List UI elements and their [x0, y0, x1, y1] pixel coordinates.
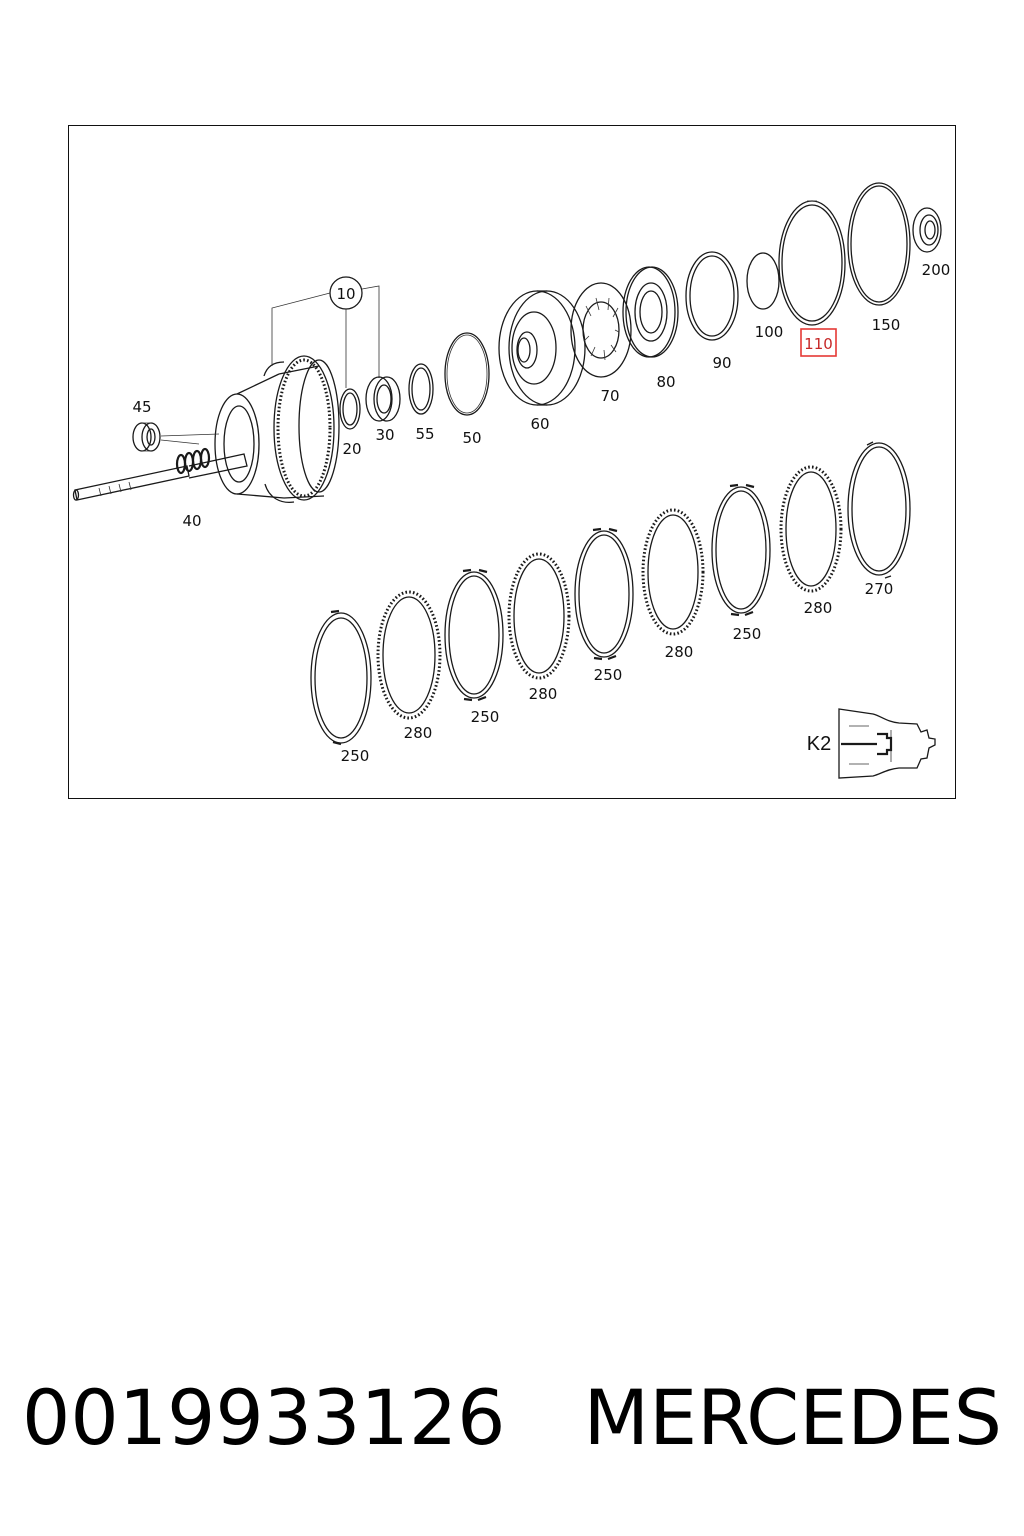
callout-10: 10 — [336, 285, 355, 303]
callout-50: 50 — [462, 429, 481, 447]
part-55-ring — [408, 363, 434, 415]
part-90-ring — [685, 251, 739, 341]
disc-280-a — [376, 590, 442, 720]
callout-60: 60 — [530, 415, 549, 433]
callout-20: 20 — [342, 440, 361, 458]
disc-250-b — [444, 568, 504, 702]
disc-250-d — [711, 483, 771, 617]
parts-diagram-frame: 10 20 30 40 45 50 55 60 70 80 90 100 110… — [68, 125, 956, 799]
callout-45: 45 — [132, 398, 151, 416]
disc-270-end-plate — [847, 441, 911, 579]
callout-250-c: 250 — [594, 666, 623, 684]
needle-bearing-45 — [132, 422, 161, 452]
brand-name: MERCEDES — [583, 1372, 1003, 1462]
exploded-view-diagram: 10 20 30 40 45 50 55 60 70 80 90 100 110… — [72, 182, 951, 779]
disc-280-c — [641, 508, 705, 636]
callout-70: 70 — [600, 387, 619, 405]
callout-250-d: 250 — [733, 625, 762, 643]
clutch-disc-pack — [310, 441, 911, 746]
part-50-snap-ring — [444, 332, 490, 416]
callout-110: 110 — [804, 335, 833, 353]
part-70-spring-plate — [570, 282, 632, 378]
disc-250-a — [310, 609, 372, 746]
part-80-piston — [622, 266, 679, 358]
part-20-ring — [339, 388, 361, 430]
part-100-snap-ring — [746, 252, 780, 310]
callout-90: 90 — [712, 354, 731, 372]
callout-100: 100 — [755, 323, 784, 341]
locator-thumbnail — [838, 708, 936, 779]
bearing-45-leader — [160, 433, 220, 445]
part-30-bearing — [365, 376, 401, 422]
callout-280-c: 280 — [665, 643, 694, 661]
callout-250-b: 250 — [471, 708, 500, 726]
callout-150: 150 — [872, 316, 901, 334]
callout-280-d: 280 — [804, 599, 833, 617]
part-caption: 0019933126 MERCEDES — [0, 1362, 1024, 1472]
drum-housing — [214, 355, 340, 504]
part-110-disc — [778, 200, 846, 326]
disc-280-b — [507, 552, 571, 680]
callout-280-a: 280 — [404, 724, 433, 742]
callout-30: 30 — [375, 426, 394, 444]
highlight-box-110 — [800, 328, 837, 357]
callout-10-group — [271, 276, 380, 388]
part-number: 0019933126 — [21, 1372, 506, 1462]
seal-rings — [175, 447, 211, 475]
callout-250-a: 250 — [341, 747, 370, 765]
callout-55: 55 — [415, 425, 434, 443]
part-150-snap-ring — [847, 182, 911, 306]
disc-250-c — [574, 527, 634, 661]
callout-270: 270 — [865, 580, 894, 598]
disc-280-d — [779, 465, 843, 593]
callout-40: 40 — [182, 512, 201, 530]
callout-200: 200 — [922, 261, 951, 279]
locator-label: K2 — [807, 733, 831, 755]
callout-80: 80 — [656, 373, 675, 391]
part-60-piston-housing — [498, 290, 586, 406]
callout-280-b: 280 — [529, 685, 558, 703]
part-200-bearing — [912, 207, 942, 253]
